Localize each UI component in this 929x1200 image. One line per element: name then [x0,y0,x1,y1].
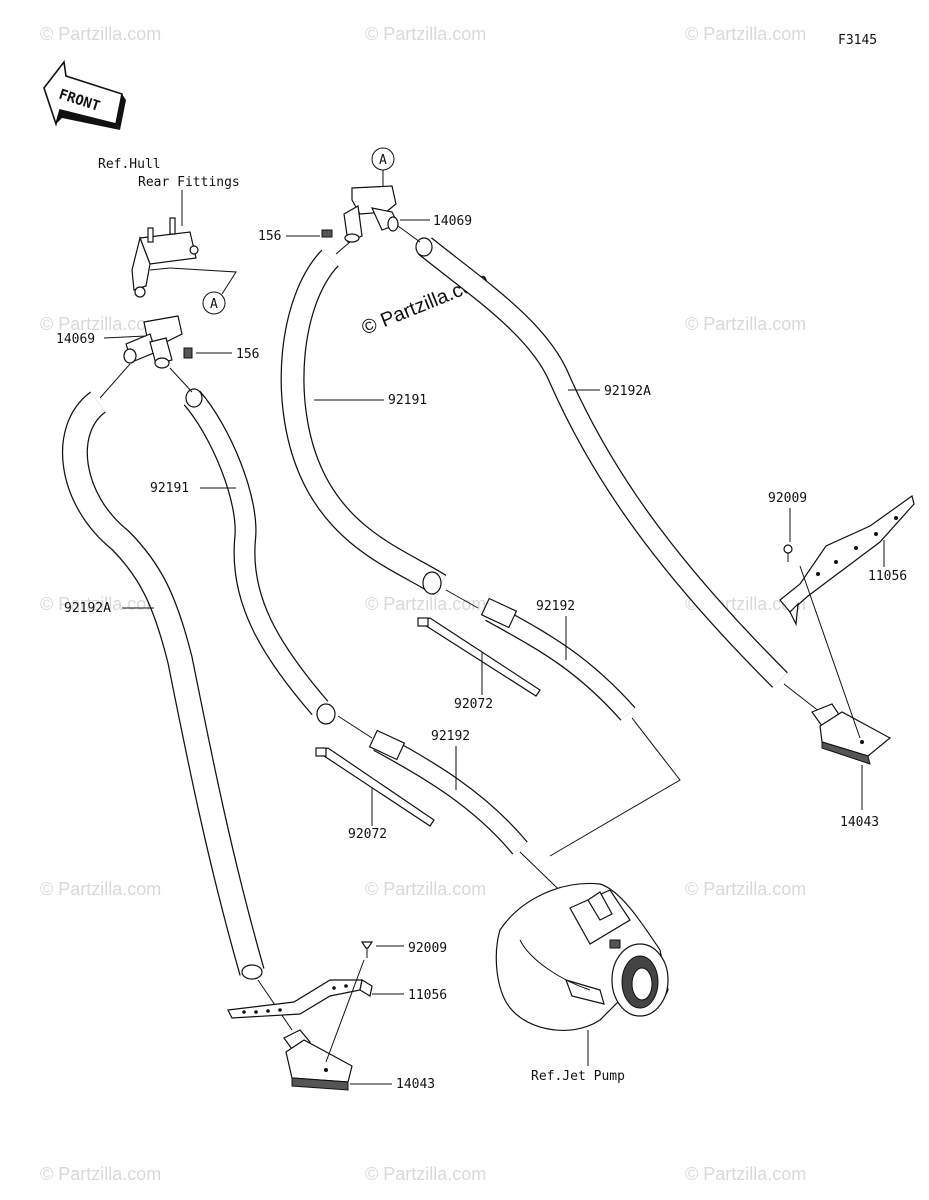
watermark-text: © Partzilla.com [365,1164,486,1184]
ref-hull-label: Ref.Hull [98,157,161,172]
marker-a-left: A [202,291,226,315]
marker-a-right: A [371,147,395,171]
watermark-text: © Partzilla.com [40,314,161,334]
rivet-92009-right [783,544,793,562]
t-fitting-right [321,185,399,243]
svg-text:A: A [210,297,218,312]
label-92192A-right: 92192A [604,384,651,399]
label-92072-left: 92072 [348,827,387,842]
label-11056-right: 11056 [868,569,907,584]
label-14069-right: 14069 [433,214,472,229]
watermark-text: © Partzilla.com [40,879,161,899]
watermark-text: © Partzilla.com [40,594,161,614]
label-156-right: 156 [258,229,281,244]
t-fitting-left [123,315,193,369]
label-92192A-left: 92192A [64,601,111,616]
label-92192-left: 92192 [431,729,470,744]
jet-pump [495,882,669,1031]
cable-tie-right [417,617,541,697]
bracket-11056-right [779,494,915,627]
label-92192-right: 92192 [536,599,575,614]
diagram-code: F3145 [838,33,877,48]
hose-92192A-right [415,237,788,688]
watermark-text: © Partzilla.com [40,1164,161,1184]
label-92009-left: 92009 [408,941,447,956]
watermark-text: © Partzilla.com [685,879,806,899]
svg-text:A: A [379,153,387,168]
strainer-14043-left [283,1029,353,1091]
hose-92192-right [480,597,636,721]
hose-92191-right [280,249,447,596]
ref-jet-pump-label: Ref.Jet Pump [531,1069,625,1084]
hose-92192-left [368,729,528,855]
front-arrow-icon: FRONT [43,60,126,130]
label-14043-left: 14043 [396,1077,435,1092]
cable-tie-left [315,747,435,827]
watermark-text: © Partzilla.com [365,594,486,614]
watermark-text: © Partzilla.com [685,314,806,334]
label-92191-right: 92191 [388,393,427,408]
hose-92192A-left [61,391,265,980]
hose-92191-left [183,388,336,725]
watermark-text: © Partzilla.com [365,879,486,899]
label-14043-right: 14043 [840,815,879,830]
watermark-text: © Partzilla.com [685,24,806,44]
label-92009-right: 92009 [768,491,807,506]
label-14069-left: 14069 [56,332,95,347]
label-92072-right: 92072 [454,697,493,712]
ref-hull-fittings-label: Rear Fittings [138,175,240,190]
watermark-text: © Partzilla.com [365,24,486,44]
strainer-14043-right [811,703,892,765]
label-92191-left: 92191 [150,481,189,496]
label-156-left: 156 [236,347,259,362]
watermark-text: © Partzilla.com [685,1164,806,1184]
watermark-text: © Partzilla.com [40,24,161,44]
rivet-92009-left [360,941,374,958]
hull-rear-fitting [131,217,199,298]
bracket-11056-left [227,979,373,1019]
label-11056-left: 11056 [408,988,447,1003]
